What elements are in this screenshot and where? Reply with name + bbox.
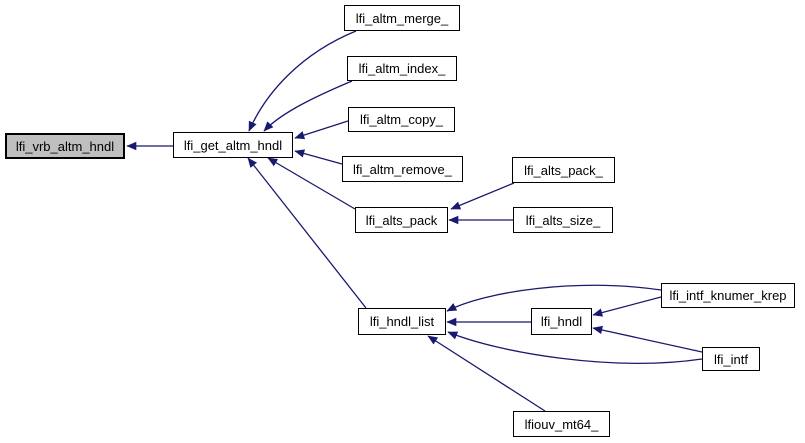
edge-lfi_hndl_list-to-lfi_get_altm_hndl (247, 157, 367, 309)
edge-lfiouv_mt64_-to-lfi_hndl_list (427, 335, 546, 412)
edge-lfi_intf-to-lfi_hndl_list (447, 331, 703, 364)
node-lfi-alts-size[interactable]: lfi_alts_size_ (513, 207, 613, 233)
edge-lfi_intf_knumer_krep-to-lfi_hndl_list (446, 284, 662, 312)
node-lfi-intf-knumer-krep[interactable]: lfi_intf_knumer_krep (661, 283, 795, 308)
edge-lfi_alts_pack-to-lfi_get_altm_hndl (267, 157, 356, 210)
edge-lfi_altm_remove_-to-lfi_get_altm_hndl (294, 149, 343, 165)
edge-lfi_intf-to-lfi_hndl (592, 325, 703, 353)
node-lfi-intf[interactable]: lfi_intf (702, 347, 760, 371)
node-lfi-altm-copy[interactable]: lfi_altm_copy_ (348, 107, 455, 132)
node-lfi-altm-remove[interactable]: lfi_altm_remove_ (342, 156, 463, 182)
node-lfi-vrb-altm-hndl: lfi_vrb_altm_hndl (5, 133, 125, 159)
node-lfiouv-mt64[interactable]: lfiouv_mt64_ (513, 411, 610, 437)
edge-lfi_alts_pack_-to-lfi_alts_pack (450, 182, 515, 210)
edge-lfi_intf_knumer_krep-to-lfi_hndl (592, 296, 662, 317)
node-lfi-altm-index[interactable]: lfi_altm_index_ (347, 56, 457, 81)
edge-lfi_altm_merge_-to-lfi_get_altm_hndl (248, 30, 357, 132)
edge-lfi_altm_copy_-to-lfi_get_altm_hndl (294, 120, 349, 140)
node-lfi-hndl[interactable]: lfi_hndl (531, 308, 592, 335)
node-lfi-alts-pack[interactable]: lfi_alts_pack (355, 207, 448, 233)
node-lfi-alts-pack[interactable]: lfi_alts_pack_ (512, 157, 615, 183)
edge-lfi_altm_index_-to-lfi_get_altm_hndl (263, 80, 353, 132)
node-lfi-get-altm-hndl[interactable]: lfi_get_altm_hndl (173, 132, 293, 158)
node-lfi-altm-merge[interactable]: lfi_altm_merge_ (344, 5, 460, 31)
node-lfi-hndl-list[interactable]: lfi_hndl_list (358, 308, 446, 335)
